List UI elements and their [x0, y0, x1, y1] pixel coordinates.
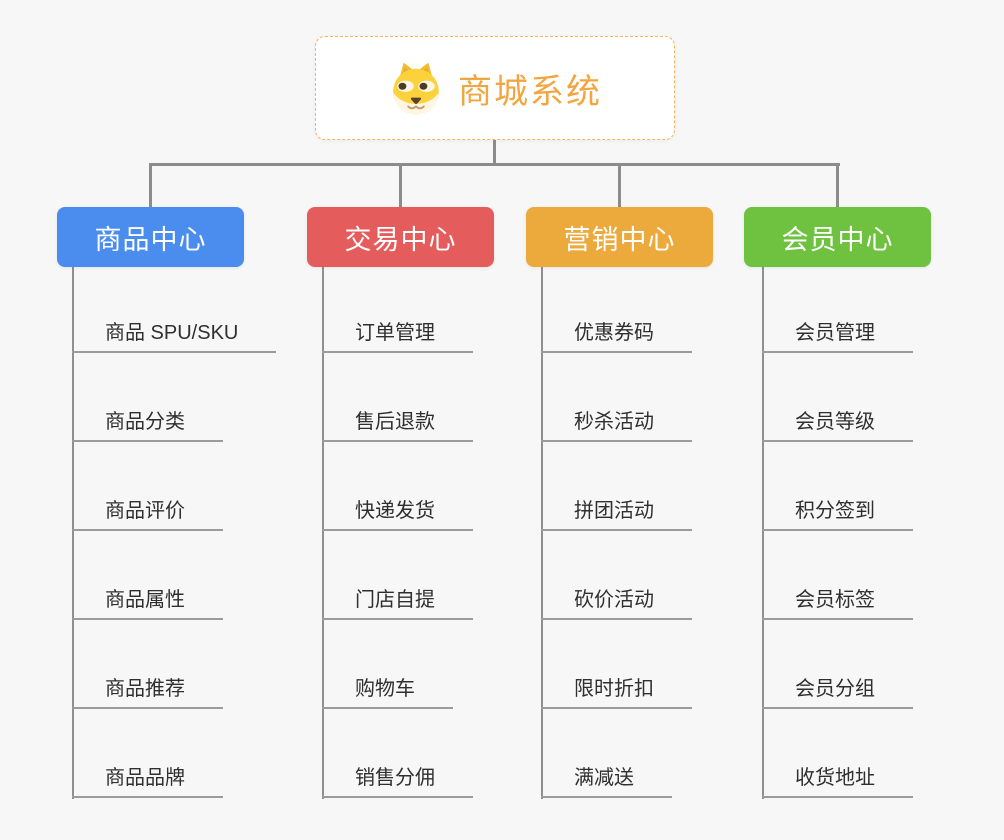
mindmap-item[interactable]: 会员管理 — [762, 311, 913, 353]
root-title: 商城系统 — [458, 72, 602, 111]
mindmap-item[interactable]: 销售分佣 — [322, 756, 473, 798]
connector-rail — [149, 163, 840, 166]
mindmap-item[interactable]: 积分签到 — [762, 489, 913, 531]
branch-stem-marketing — [541, 267, 543, 799]
mindmap-item[interactable]: 商品属性 — [72, 578, 223, 620]
root-node[interactable]: 商城系统 — [315, 36, 675, 140]
mindmap-item[interactable]: 订单管理 — [322, 311, 473, 353]
item-label: 会员管理 — [795, 322, 875, 344]
item-label: 满减送 — [574, 767, 634, 789]
item-label: 商品评价 — [105, 500, 185, 522]
branch-label-member: 会员中心 — [781, 224, 894, 255]
item-label: 商品品牌 — [105, 767, 185, 789]
branch-stem-product — [72, 267, 74, 799]
mindmap-item[interactable]: 购物车 — [322, 667, 453, 709]
item-label: 销售分佣 — [355, 767, 435, 789]
item-label: 收货地址 — [795, 767, 875, 789]
item-label: 会员等级 — [795, 411, 875, 433]
branch-node-trade-center[interactable]: 交易中心 — [307, 207, 494, 267]
mindmap-item[interactable]: 商品品牌 — [72, 756, 223, 798]
branch-items-marketing-center: 优惠券码 秒杀活动 拼团活动 砍价活动 限时折扣 满减送 — [541, 311, 692, 798]
connector-drop-product — [149, 165, 152, 208]
item-label: 快递发货 — [355, 500, 435, 522]
mindmap-item[interactable]: 满减送 — [541, 756, 672, 798]
mindmap-item[interactable]: 商品评价 — [72, 489, 223, 531]
branch-node-product-center[interactable]: 商品中心 — [57, 207, 244, 267]
item-label: 会员分组 — [795, 678, 875, 700]
connector-root-stub — [493, 140, 496, 164]
item-label: 砍价活动 — [574, 589, 654, 611]
item-label: 商品 SPU/SKU — [105, 322, 239, 344]
item-label: 秒杀活动 — [574, 411, 654, 433]
item-label: 售后退款 — [355, 411, 435, 433]
item-label: 商品推荐 — [105, 678, 185, 700]
branch-node-member-center[interactable]: 会员中心 — [744, 207, 931, 267]
item-label: 订单管理 — [355, 322, 435, 344]
item-label: 优惠券码 — [574, 322, 654, 344]
mindmap-item[interactable]: 会员标签 — [762, 578, 913, 620]
mindmap-item[interactable]: 拼团活动 — [541, 489, 692, 531]
mindmap-item[interactable]: 快递发货 — [322, 489, 473, 531]
item-label: 门店自提 — [355, 589, 435, 611]
branch-label-product: 商品中心 — [94, 224, 207, 255]
item-label: 商品属性 — [105, 589, 185, 611]
mindmap-item[interactable]: 商品 SPU/SKU — [72, 311, 277, 353]
branch-label-trade: 交易中心 — [344, 224, 457, 255]
item-label: 会员标签 — [795, 589, 875, 611]
mindmap-item[interactable]: 商品分类 — [72, 400, 223, 442]
connector-drop-marketing — [618, 165, 621, 208]
mindmap-item[interactable]: 商品推荐 — [72, 667, 223, 709]
mindmap-item[interactable]: 售后退款 — [322, 400, 473, 442]
connector-drop-trade — [399, 165, 402, 208]
branch-stem-trade — [322, 267, 324, 799]
item-label: 商品分类 — [105, 411, 185, 433]
item-label: 积分签到 — [795, 500, 875, 522]
item-label: 拼团活动 — [574, 500, 654, 522]
branch-node-marketing-center[interactable]: 营销中心 — [526, 207, 713, 267]
mindmap-item[interactable]: 会员等级 — [762, 400, 913, 442]
mindmap-item[interactable]: 会员分组 — [762, 667, 913, 709]
branch-label-marketing: 营销中心 — [563, 224, 676, 255]
mindmap-item[interactable]: 门店自提 — [322, 578, 473, 620]
branch-items-member-center: 会员管理 会员等级 积分签到 会员标签 会员分组 收货地址 — [762, 311, 913, 798]
connector-drop-member — [836, 165, 839, 208]
mindmap-item[interactable]: 限时折扣 — [541, 667, 692, 709]
branch-stem-member — [762, 267, 764, 799]
item-label: 购物车 — [355, 678, 415, 700]
mindmap-item[interactable]: 砍价活动 — [541, 578, 692, 620]
item-label: 限时折扣 — [574, 678, 654, 700]
branch-items-product-center: 商品 SPU/SKU 商品分类 商品评价 商品属性 商品推荐 商品品牌 — [72, 311, 277, 798]
shiba-dog-icon — [393, 62, 439, 115]
branch-items-trade-center: 订单管理 售后退款 快递发货 门店自提 购物车 销售分佣 — [322, 311, 473, 798]
mindmap-item[interactable]: 优惠券码 — [541, 311, 692, 353]
mindmap-item[interactable]: 秒杀活动 — [541, 400, 692, 442]
mindmap-item[interactable]: 收货地址 — [762, 756, 913, 798]
